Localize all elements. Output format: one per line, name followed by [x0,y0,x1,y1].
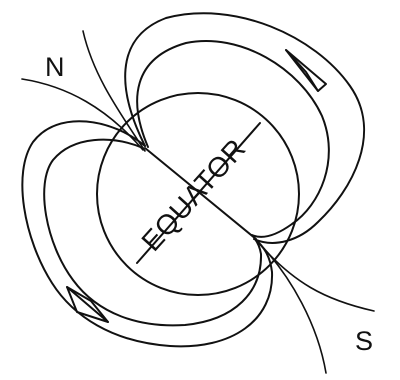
north-pole-label: N [45,52,65,82]
field-line-bottom-trailing [256,240,374,311]
field-line-bottom-trailing-2 [258,242,326,373]
arrowhead-bottom-left [67,287,108,322]
field-line-top-trailing-2 [22,79,143,150]
arrowhead-top-right [286,50,326,91]
south-pole-label: S [355,326,373,356]
equator-label: EQUATOR [135,133,251,257]
field-line-top-trailing [83,31,145,151]
arrowhead-icon [67,287,108,322]
